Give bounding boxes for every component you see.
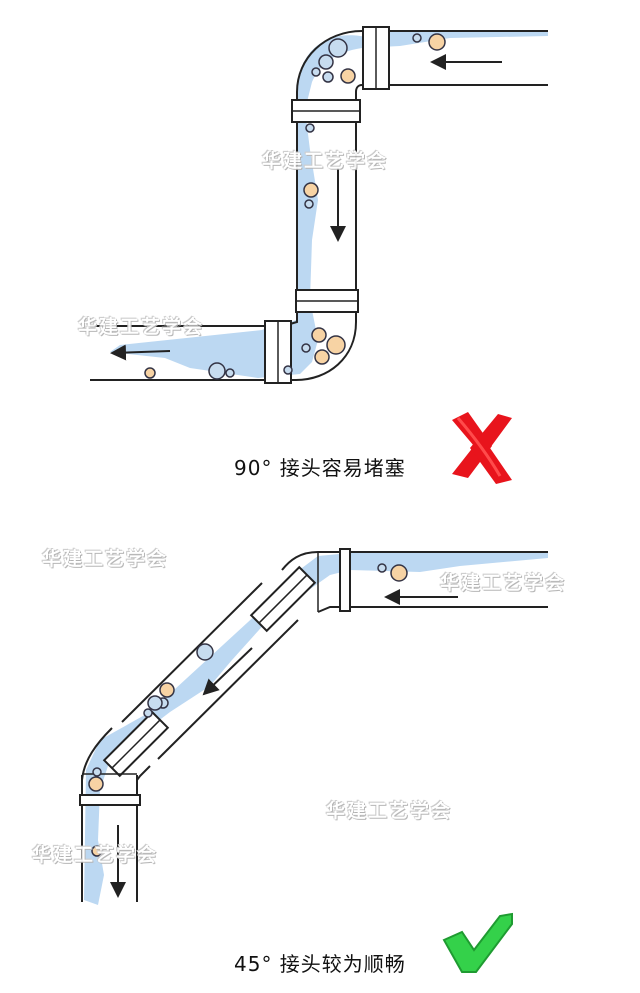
watermark-1: 华建工艺学会	[262, 150, 389, 172]
particles-45	[88, 563, 408, 857]
red-cross-icon	[452, 412, 512, 484]
green-check-icon	[442, 912, 513, 973]
caption-45-degree: 45° 接头较为顺畅	[234, 952, 406, 976]
pipe-90-degree	[90, 26, 548, 384]
watermark-4: 华建工艺学会	[440, 572, 567, 594]
watermark-5: 华建工艺学会	[326, 800, 453, 822]
caption-90-degree: 90° 接头容易堵塞	[234, 456, 406, 480]
particles-90	[144, 33, 446, 380]
watermark-3: 华建工艺学会	[42, 548, 169, 570]
watermark-2: 华建工艺学会	[78, 316, 205, 338]
watermark-6: 华建工艺学会	[32, 844, 159, 866]
pipe-45-degree	[79, 548, 548, 905]
water-90	[110, 32, 548, 378]
